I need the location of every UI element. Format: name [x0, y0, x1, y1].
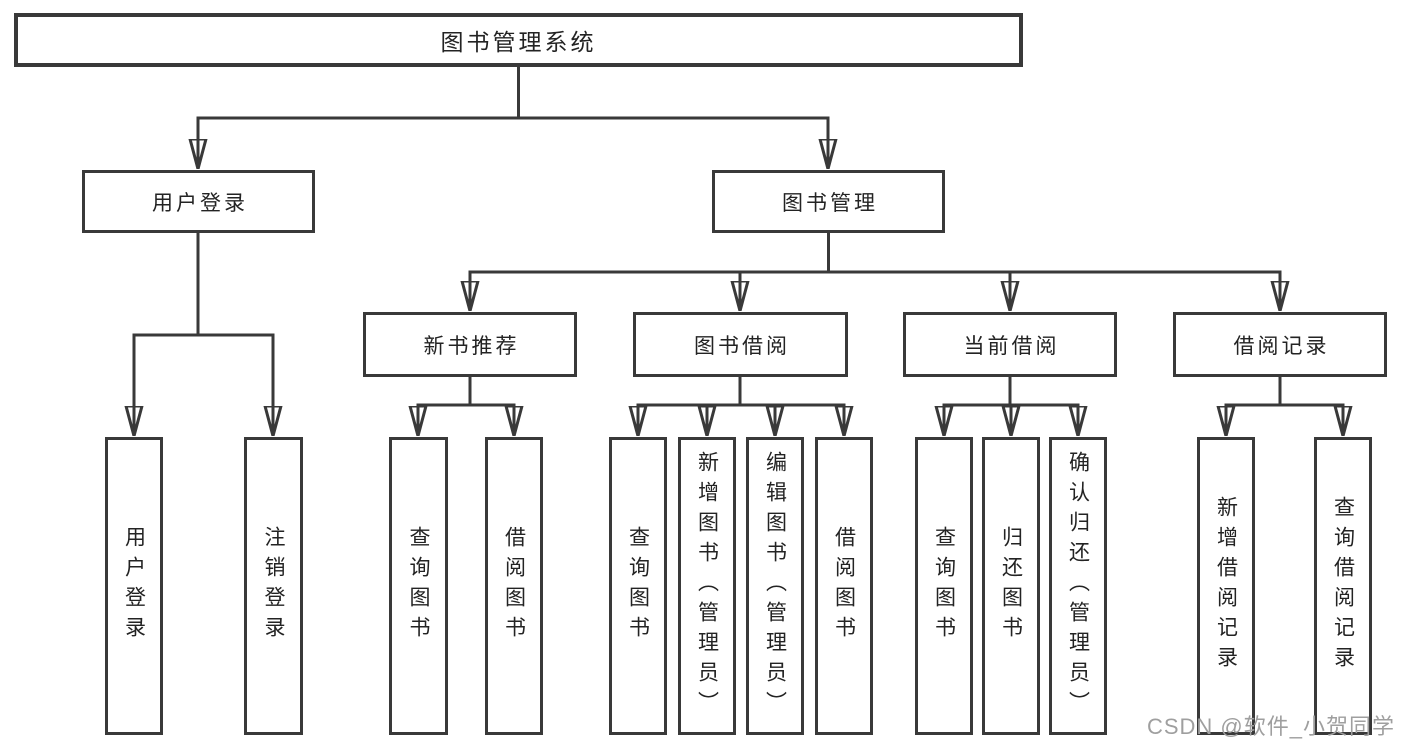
leaf-current-query-book: 查询图书	[915, 437, 973, 735]
leaf-current-return-book: 归还图书	[982, 437, 1040, 735]
connector-user-login-to-leaves	[134, 232, 273, 433]
leaf-recommend-borrow-book-label: 借阅图书	[502, 526, 526, 646]
leaf-record-add-borrow-record: 新增借阅记录	[1197, 437, 1255, 735]
leaf-recommend-query-book-label: 查询图书	[407, 526, 430, 646]
connector-new-book-rec-to-leaves	[418, 376, 514, 433]
leaf-recommend-borrow-book: 借阅图书	[485, 437, 543, 735]
leaf-borrow-edit-book-admin: 编辑图书（管理员）	[746, 437, 804, 735]
node-current-borrow: 当前借阅	[903, 312, 1117, 377]
connector-book-mgmt-to-level3	[470, 232, 1280, 308]
leaf-current-query-book-label: 查询图书	[932, 526, 956, 646]
leaf-user-login-label: 用户登录	[122, 526, 146, 646]
leaf-logout: 注销登录	[244, 437, 303, 735]
node-book-borrow: 图书借阅	[633, 312, 848, 377]
leaf-borrow-add-book-admin-label: 新增图书（管理员）	[695, 451, 719, 721]
leaf-current-confirm-return-admin: 确认归还（管理员）	[1049, 437, 1107, 735]
leaf-current-confirm-return-admin-label: 确认归还（管理员）	[1066, 451, 1090, 721]
node-borrow-record-label: 借阅记录	[1233, 334, 1330, 358]
leaf-borrow-query-book-label: 查询图书	[626, 526, 650, 646]
node-root-system: 图书管理系统	[14, 13, 1023, 67]
node-borrow-record: 借阅记录	[1173, 312, 1387, 377]
connector-current-borrow-to-leaves	[944, 376, 1078, 433]
node-current-borrow-label: 当前借阅	[963, 334, 1060, 358]
node-root-label: 图书管理系统	[440, 29, 597, 55]
node-book-borrow-label: 图书借阅	[694, 334, 790, 358]
leaf-record-add-borrow-record-label: 新增借阅记录	[1214, 496, 1238, 676]
leaf-borrow-add-book-admin: 新增图书（管理员）	[678, 437, 736, 735]
csdn-watermark: CSDN @软件_小贺同学	[1146, 714, 1395, 739]
node-new-book-recommend: 新书推荐	[363, 312, 577, 377]
leaf-user-login: 用户登录	[105, 437, 163, 735]
connector-book-borrow-to-leaves	[638, 376, 844, 433]
connector-root-to-level2	[198, 66, 828, 166]
node-user-login-label: 用户登录	[152, 191, 248, 215]
leaf-recommend-query-book: 查询图书	[389, 437, 448, 735]
node-book-management-label: 图书管理	[782, 191, 878, 215]
leaf-record-query-borrow-record: 查询借阅记录	[1314, 437, 1372, 735]
connector-borrow-record-to-leaves	[1226, 376, 1343, 433]
leaf-borrow-query-book: 查询图书	[609, 437, 667, 735]
leaf-logout-label: 注销登录	[262, 526, 285, 646]
leaf-borrow-borrow-book: 借阅图书	[815, 437, 873, 735]
leaf-current-return-book-label: 归还图书	[999, 526, 1023, 646]
leaf-record-query-borrow-record-label: 查询借阅记录	[1331, 496, 1355, 676]
leaf-borrow-borrow-book-label: 借阅图书	[832, 526, 856, 646]
node-user-login: 用户登录	[82, 170, 315, 233]
node-book-management: 图书管理	[712, 170, 945, 233]
node-new-book-recommend-label: 新书推荐	[423, 334, 520, 358]
leaf-borrow-edit-book-admin-label: 编辑图书（管理员）	[763, 451, 787, 721]
